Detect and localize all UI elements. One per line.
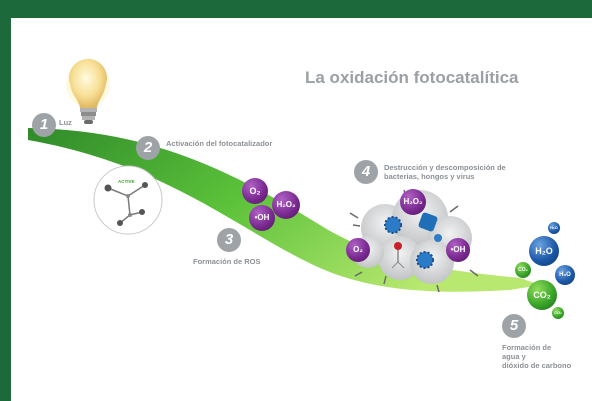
photocatalyst-icon — [93, 165, 163, 235]
ros-molecule-oh: •OH — [249, 205, 275, 231]
cloud-molecule-h2o2: H₂O₂ — [400, 189, 426, 215]
catalyst-tag: ACTIVE — [118, 179, 135, 184]
ros-molecule-o2: O₂ — [242, 178, 268, 204]
bacteriophage-icon — [391, 242, 405, 269]
cloud-molecule-o2: O₂ — [346, 238, 370, 262]
diagram-title: La oxidación fotocatalítica — [305, 68, 519, 87]
step-5-label-line1: Formación de — [502, 343, 552, 352]
light-bulb-icon — [66, 58, 110, 124]
h2o-molecule-tiny: H₂O — [548, 222, 560, 234]
cloud-molecule-oh: •OH — [446, 238, 470, 262]
step-5-label-line3: dióxido de carbono — [502, 361, 572, 370]
ros-molecule-h2o2: H₂O₂ — [272, 191, 300, 219]
co2-molecule-large: CO₂ — [527, 280, 557, 310]
co2-molecule-small: CO₂ — [515, 262, 531, 278]
step-1-label: Luz — [59, 118, 72, 127]
step-4-label-line1: Destrucción y descomposición de — [384, 163, 506, 172]
step-2-label: Activación del fotocatalizador — [166, 139, 273, 148]
h2o-molecule-large: H₂O — [529, 236, 559, 266]
step-3-badge: 3 — [217, 228, 241, 252]
step-5-label-line2: agua y — [502, 352, 526, 361]
step-4-label: Destrucción y descomposición de bacteria… — [384, 163, 506, 181]
step-1-badge: 1 — [32, 113, 56, 137]
step-4-label-line2: bacterias, hongos y virus — [384, 172, 475, 181]
step-5-label: Formación de agua y dióxido de carbono — [502, 343, 571, 370]
step-4-badge: 4 — [354, 160, 378, 184]
step-2-badge: 2 — [136, 136, 160, 160]
virus-icon — [384, 212, 442, 269]
h2o-molecule-small: H₂O — [555, 265, 575, 285]
co2-molecule-tiny: CO₂ — [552, 307, 564, 319]
step-5-badge: 5 — [502, 314, 526, 338]
step-3-label: Formación de ROS — [193, 257, 261, 266]
